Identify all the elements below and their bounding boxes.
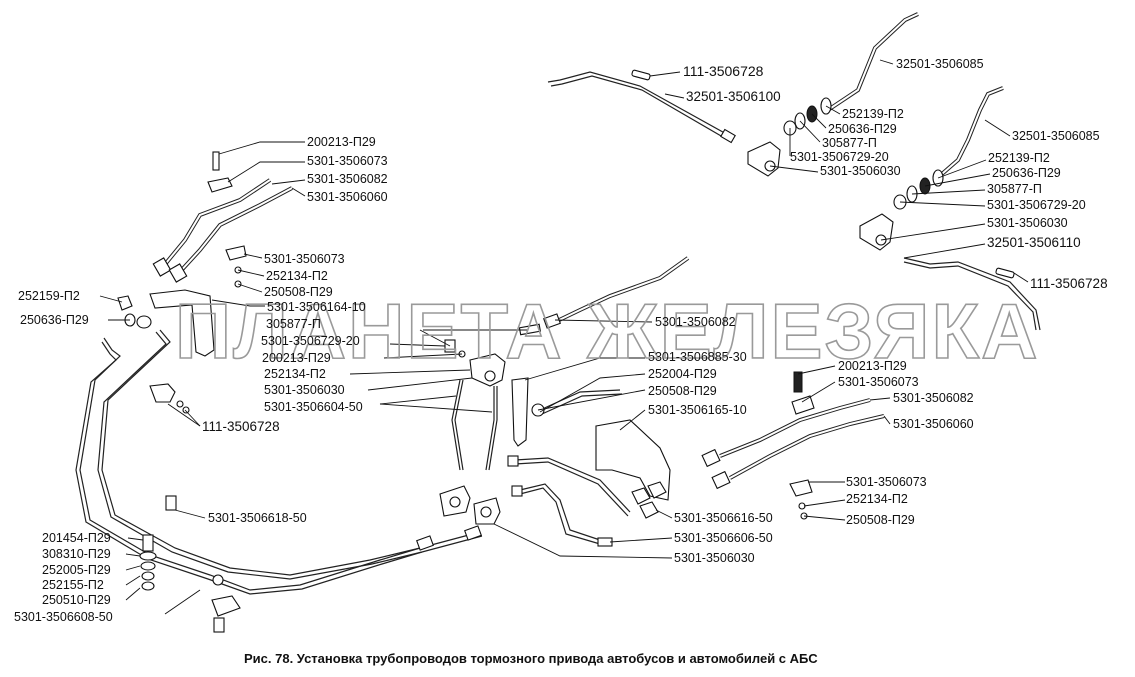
label-5301-3506885-30: 5301-3506885-30 — [648, 350, 747, 364]
label-305877-p-c: 305877-П — [266, 317, 321, 331]
label-252134-p2-c: 252134-П2 — [846, 492, 908, 506]
label-5301-3506030-b: 5301-3506030 — [987, 216, 1068, 230]
label-252134-p2-b: 252134-П2 — [264, 367, 326, 381]
leader-lines — [99, 59, 1029, 615]
label-200213-p29-a: 200213-П29 — [307, 135, 376, 149]
label-5301-3506604-50: 5301-3506604-50 — [264, 400, 363, 414]
label-252139-p2-b: 252139-П2 — [988, 151, 1050, 165]
label-5301-3506082-c: 5301-3506082 — [893, 391, 974, 405]
label-250508-p29-a: 250508-П29 — [264, 285, 333, 299]
label-200213-p29-c: 200213-П29 — [838, 359, 907, 373]
label-201454-p29: 201454-П29 — [42, 531, 111, 545]
label-5301-3506729-20-a: 5301-3506729-20 — [790, 150, 889, 164]
top-right-assembly — [547, 12, 1041, 331]
label-5301-3506082-b: 5301-3506082 — [655, 315, 736, 329]
label-252005-p29: 252005-П29 — [42, 563, 111, 577]
label-250636-p29-b: 250636-П29 — [992, 166, 1061, 180]
label-5301-3506073-b: 5301-3506073 — [264, 252, 345, 266]
label-252134-p2-a: 252134-П2 — [266, 269, 328, 283]
label-252155-p2: 252155-П2 — [42, 578, 104, 592]
label-5301-3506618-50: 5301-3506618-50 — [208, 511, 307, 525]
label-305877-p-b: 305877-П — [987, 182, 1042, 196]
label-32501-3506110: 32501-3506110 — [987, 235, 1081, 250]
label-5301-3506729-20-b: 5301-3506729-20 — [987, 198, 1086, 212]
label-250636-p29-a: 250636-П29 — [828, 122, 897, 136]
label-5301-3506073-c: 5301-3506073 — [838, 375, 919, 389]
figure-caption: Рис. 78. Установка трубопроводов тормозн… — [244, 651, 818, 666]
label-5301-3506060-b: 5301-3506060 — [893, 417, 974, 431]
label-5301-3506030-d: 5301-3506030 — [674, 551, 755, 565]
label-111-3506728-right: 111-3506728 — [1030, 276, 1108, 291]
left-assembly — [75, 151, 483, 633]
label-32501-3506085-top: 32501-3506085 — [896, 57, 984, 71]
label-111-3506728-left: 111-3506728 — [202, 419, 280, 434]
label-252139-p2-a: 252139-П2 — [842, 107, 904, 121]
label-250510-p29: 250510-П29 — [42, 593, 111, 607]
label-32501-3506100: 32501-3506100 — [686, 89, 781, 104]
label-5301-3506073-d: 5301-3506073 — [846, 475, 927, 489]
label-5301-3506060-a: 5301-3506060 — [307, 190, 388, 204]
label-305877-p-a: 305877-П — [822, 136, 877, 150]
label-250508-p29-c: 250508-П29 — [846, 513, 915, 527]
label-5301-3506164-10: 5301-3506164-10 — [267, 300, 366, 314]
label-111-3506728-top: 111-3506728 — [683, 63, 764, 79]
label-308310-p29: 308310-П29 — [42, 547, 111, 561]
label-250636-p29-c: 250636-П29 — [20, 313, 89, 327]
label-5301-3506030-a: 5301-3506030 — [820, 164, 901, 178]
label-252159-p2: 252159-П2 — [18, 289, 80, 303]
watermark: ПЛАНЕТА ЖЕЛЕЗЯКА — [175, 287, 1039, 375]
label-5301-3506030-c: 5301-3506030 — [264, 383, 345, 397]
label-5301-3506729-20-c: 5301-3506729-20 — [261, 334, 360, 348]
label-200213-p29-b: 200213-П29 — [262, 351, 331, 365]
label-250508-p29-b: 250508-П29 — [648, 384, 717, 398]
label-5301-3506608-50: 5301-3506608-50 — [14, 610, 113, 624]
label-5301-3506082-a: 5301-3506082 — [307, 172, 388, 186]
label-5301-3506073-a: 5301-3506073 — [307, 154, 388, 168]
label-5301-3506606-50: 5301-3506606-50 — [674, 531, 773, 545]
right-middle-assembly — [701, 371, 885, 520]
label-252004-p29: 252004-П29 — [648, 367, 717, 381]
part-labels: 111-3506728 32501-3506085 32501-3506100 … — [14, 57, 1108, 624]
label-5301-3506165-10: 5301-3506165-10 — [648, 403, 747, 417]
label-5301-3506616-50: 5301-3506616-50 — [674, 511, 773, 525]
label-32501-3506085-right: 32501-3506085 — [1012, 129, 1100, 143]
